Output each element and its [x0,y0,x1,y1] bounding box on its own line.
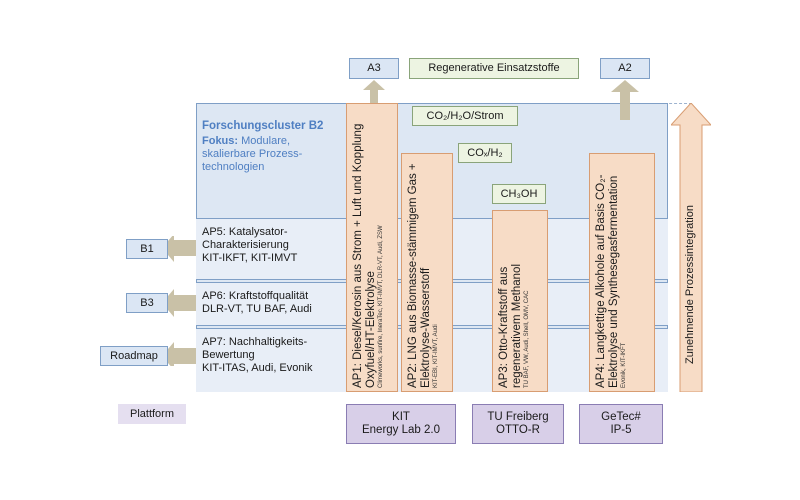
ap6-partners: DLR-VT, TU BAF, Audi [202,303,312,315]
arrow-b3 [162,289,196,317]
cluster-title-block: Forschungscluster B2 Fokus: Modulare, sk… [202,120,342,174]
ap7-label: AP7: Nachhaltigkeits-Bewertung KIT-ITAS,… [202,336,342,375]
target-b3[interactable]: B3 [126,293,168,313]
ap4-text: AP4: Langkettige Alkohole auf Basis CO₂-… [595,158,628,388]
ap5-partners: KIT-IKFT, KIT-IMVT [202,252,298,264]
cluster-focus: Fokus: Modulare, skalierbare Prozess-tec… [202,135,342,174]
ap2-text: AP2: LNG aus Biomasse-stämmigem Gas + El… [407,158,440,388]
arrow-roadmap [162,342,196,366]
arrow-up-a3 [363,80,385,104]
ap1-column [346,103,398,392]
target-b1[interactable]: B1 [126,239,168,259]
label-ch3oh: CH₃OH [492,184,546,204]
ap3-partners: TU BAF, VW, Audi, Shell, OMV, CAC [524,290,530,388]
ap3-text: AP3: Otto-Kraftstoff aus regenerativem M… [498,213,531,388]
ap6-label: AP6: Kraftstoffqualität DLR-VT, TU BAF, … [202,290,342,316]
ap7-partners: KIT-ITAS, Audi, Evonik [202,362,313,374]
box-plattform: Plattform [118,404,186,424]
box-a3: A3 [349,58,399,79]
ap1-text: AP1: Diesel/Kerosin aus Strom + Luft und… [352,108,385,388]
ap1-title: AP1: Diesel/Kerosin aus Strom + Luft und… [352,123,377,388]
arrow-up-a2 [611,80,639,120]
ap6-title: AP6: Kraftstoffqualität [202,290,309,302]
target-roadmap[interactable]: Roadmap [100,346,168,366]
label-cox: COₓ/H₂ [458,143,512,163]
left-arrows [162,236,196,366]
ap4-title: AP4: Langkettige Alkohole auf Basis CO₂-… [595,174,620,388]
ap2-title: AP2: LNG aus Biomasse-stämmigem Gas + El… [407,163,432,388]
ap3-title: AP3: Otto-Kraftstoff aus regenerativem M… [498,263,523,388]
box-getec: GeTec# IP-5 [579,404,663,444]
ap7-title: AP7: Nachhaltigkeits-Bewertung [202,336,308,361]
ap1-partners: Climeworks, sunfire, IneraTec, KIT-IMVT,… [378,225,384,388]
cluster-focus-text: Modulare, skalierbare Prozess-technologi… [202,135,303,173]
integration-label: Zunehmende Prozessintegration [684,205,696,364]
box-tu: TU Freiberg OTTO-R [472,404,564,444]
box-kit: KIT Energy Lab 2.0 [346,404,456,444]
ap4-partners: Evonik, KIT-IKFT [621,342,627,388]
label-co2: CO₂/H₂O/Strom [412,106,518,126]
arrow-b1 [162,236,196,262]
cluster-title: Forschungscluster B2 [202,120,324,132]
cluster-focus-label: Fokus: [202,135,239,147]
box-a2: A2 [600,58,650,79]
ap2-column [401,153,453,392]
ap3-column [492,210,548,392]
ap4-column [589,153,655,392]
box-regenerative: Regenerative Einsatzstoffe [409,58,579,79]
ap5-label: AP5: Katalysator-Charakterisierung KIT-I… [202,226,342,265]
ap5-title: AP5: Katalysator-Charakterisierung [202,226,289,251]
integration-arrow [671,103,711,392]
ap2-partners: KIT-EBI, KIT-IMVT, Audi [433,324,439,388]
